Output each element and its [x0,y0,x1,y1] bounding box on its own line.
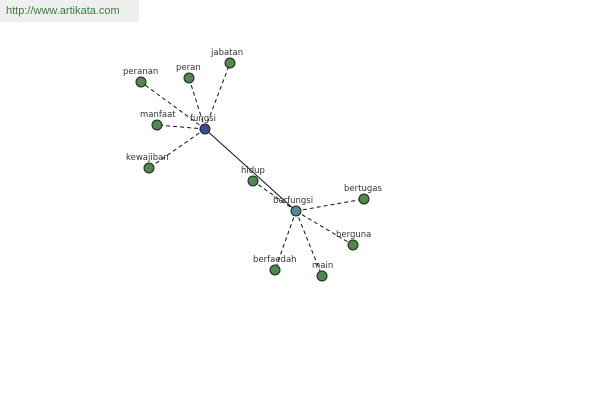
node-peranan[interactable] [135,76,147,88]
edge-berfungsi-main [295,210,323,277]
node-label-peranan: peranan [123,67,158,77]
node-fungsi[interactable] [199,123,211,135]
edge-fungsi-manfaat [156,124,206,130]
edge-fungsi-peranan [140,81,206,130]
node-label-manfaat: manfaat [140,110,176,120]
node-label-bertugas: bertugas [344,184,382,194]
node-label-berfaedah: berfaedah [253,255,297,265]
source-url-banner[interactable]: http://www.artikata.com [0,0,139,22]
node-label-kewajiban: kewajiban [126,153,169,163]
node-label-peran: peran [176,63,201,73]
edge-berfungsi-berfaedah [274,210,297,271]
node-berfungsi[interactable] [290,205,302,217]
node-jabatan[interactable] [224,57,236,69]
node-manfaat[interactable] [151,119,163,131]
node-peran[interactable] [183,72,195,84]
node-hidup[interactable] [247,175,259,187]
labels-layer: fungsi berfungsi jabatan peran peranan manfaa… [123,48,382,271]
node-bertugas[interactable] [358,193,370,205]
node-label-main: main [312,261,333,271]
edge-berfungsi-bertugas [295,198,365,212]
nodes-layer [135,57,370,282]
edge-berfungsi-hidup [252,180,297,212]
node-berguna[interactable] [347,239,359,251]
edge-fungsi-peran [188,77,206,130]
node-label-jabatan: jabatan [210,48,243,58]
edge-fungsi-berfungsi [204,128,297,212]
node-berfaedah[interactable] [269,264,281,276]
edge-fungsi-jabatan [204,62,231,130]
node-label-berguna: berguna [336,230,371,240]
node-main[interactable] [316,270,328,282]
edge-fungsi-kewajiban [148,128,206,169]
node-label-berfungsi: berfungsi [273,196,313,206]
node-kewajiban[interactable] [143,162,155,174]
node-label-fungsi: fungsi [190,114,216,124]
edges-layer [140,62,365,277]
node-label-hidup: hidup [241,166,265,176]
